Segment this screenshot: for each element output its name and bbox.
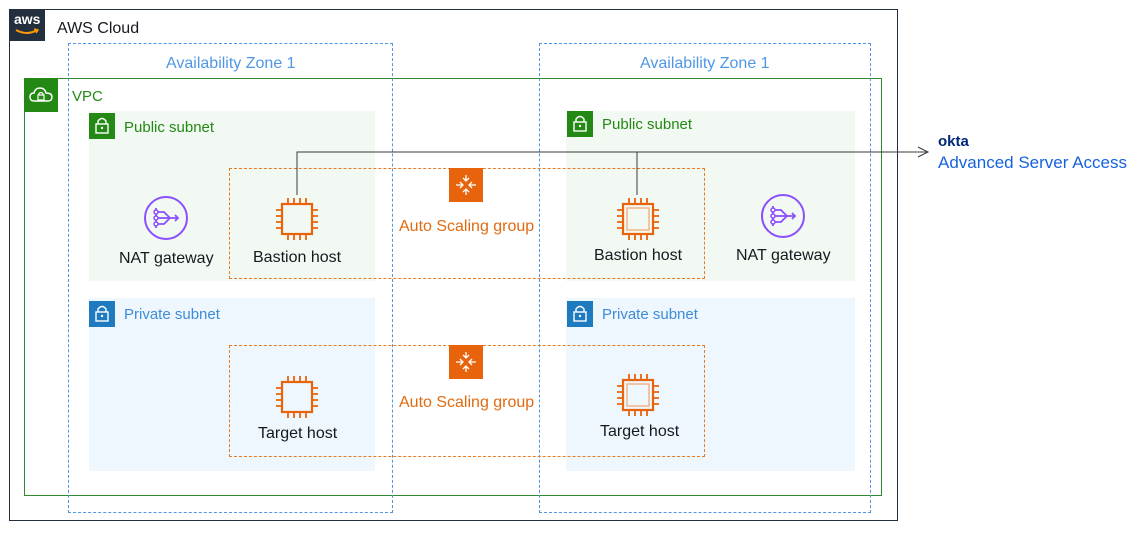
okta-service-label: Advanced Server Access (938, 153, 1127, 172)
aws-cloud-label: AWS Cloud (57, 20, 140, 37)
private-subnet-right (566, 298, 855, 471)
public-subnet-right (566, 111, 855, 281)
okta-logo: okta (938, 133, 969, 150)
public-subnet-right-label: Public subnet (602, 116, 693, 133)
target-auto-scaling-label: Auto Scaling group (399, 394, 535, 411)
private-subnet-right-lock-icon (567, 301, 593, 327)
vpc-boundary (24, 78, 882, 496)
nat-gateway-left-label: NAT gateway (119, 250, 214, 267)
bastion-host-left-label: Bastion host (253, 249, 342, 266)
private-subnet-left-label: Private subnet (124, 306, 220, 323)
target-host-left-icon (273, 373, 321, 421)
public-subnet-left-lock-icon (89, 113, 115, 139)
nat-gateway-left-icon (142, 194, 190, 242)
bastion-auto-scaling-icon (449, 168, 483, 202)
private-subnet-left-lock-icon (89, 301, 115, 327)
private-subnet-left (89, 298, 375, 471)
aws-logo-text: aws (14, 11, 41, 27)
vpc-icon (24, 78, 58, 112)
private-subnet-right-label: Private subnet (602, 306, 698, 323)
nat-gateway-right-icon (759, 192, 807, 240)
target-host-right-icon (614, 371, 662, 419)
vpc-label: VPC (72, 88, 103, 105)
bastion-host-left-icon (273, 195, 321, 243)
nat-gateway-right-label: NAT gateway (736, 247, 831, 264)
public-subnet-left (89, 111, 375, 281)
target-auto-scaling-icon (449, 345, 483, 379)
aws-cloud-boundary (9, 9, 898, 521)
bastion-auto-scaling-label: Auto Scaling group (399, 218, 535, 235)
bastion-host-right-label: Bastion host (594, 247, 683, 264)
availability-zone-left-label: Availability Zone 1 (166, 55, 296, 72)
availability-zone-right-label: Availability Zone 1 (640, 55, 770, 72)
target-host-left-label: Target host (258, 425, 338, 442)
public-subnet-left-label: Public subnet (124, 119, 215, 136)
aws-logo: aws (9, 9, 45, 41)
target-host-right-label: Target host (600, 423, 680, 440)
bastion-host-right-icon (614, 195, 662, 243)
public-subnet-right-lock-icon (567, 111, 593, 137)
